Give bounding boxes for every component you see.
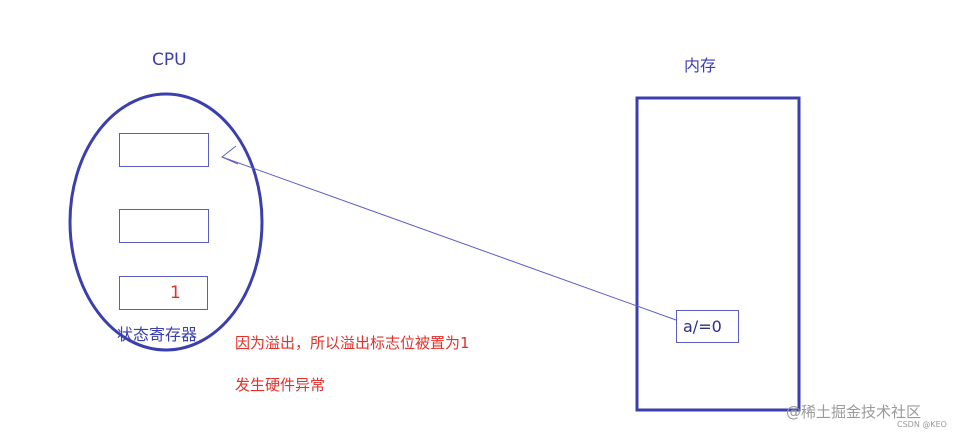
instruction-text: a/=0 (683, 317, 722, 336)
overflow-note: 因为溢出，所以溢出标志位被置为1 (235, 334, 470, 352)
instruction-box: a/=0 (676, 310, 739, 343)
arrow-head-icon (221, 145, 239, 165)
memory-box (635, 96, 801, 412)
overflow-flag-value: 1 (170, 283, 181, 303)
arrow-line (221, 156, 677, 321)
cpu-ellipse (68, 92, 264, 352)
site-watermark: @稀土掘金技术社区 (786, 403, 922, 421)
memory-title: 内存 (684, 56, 717, 75)
csdn-watermark: CSDN @KEO (897, 420, 947, 429)
exception-note: 发生硬件异常 (235, 376, 326, 394)
register-top (119, 133, 209, 167)
status-register-label: 状态寄存器 (117, 325, 198, 344)
register-middle (119, 209, 209, 243)
cpu-title: CPU (152, 50, 187, 70)
status-register: 1 (119, 276, 208, 310)
